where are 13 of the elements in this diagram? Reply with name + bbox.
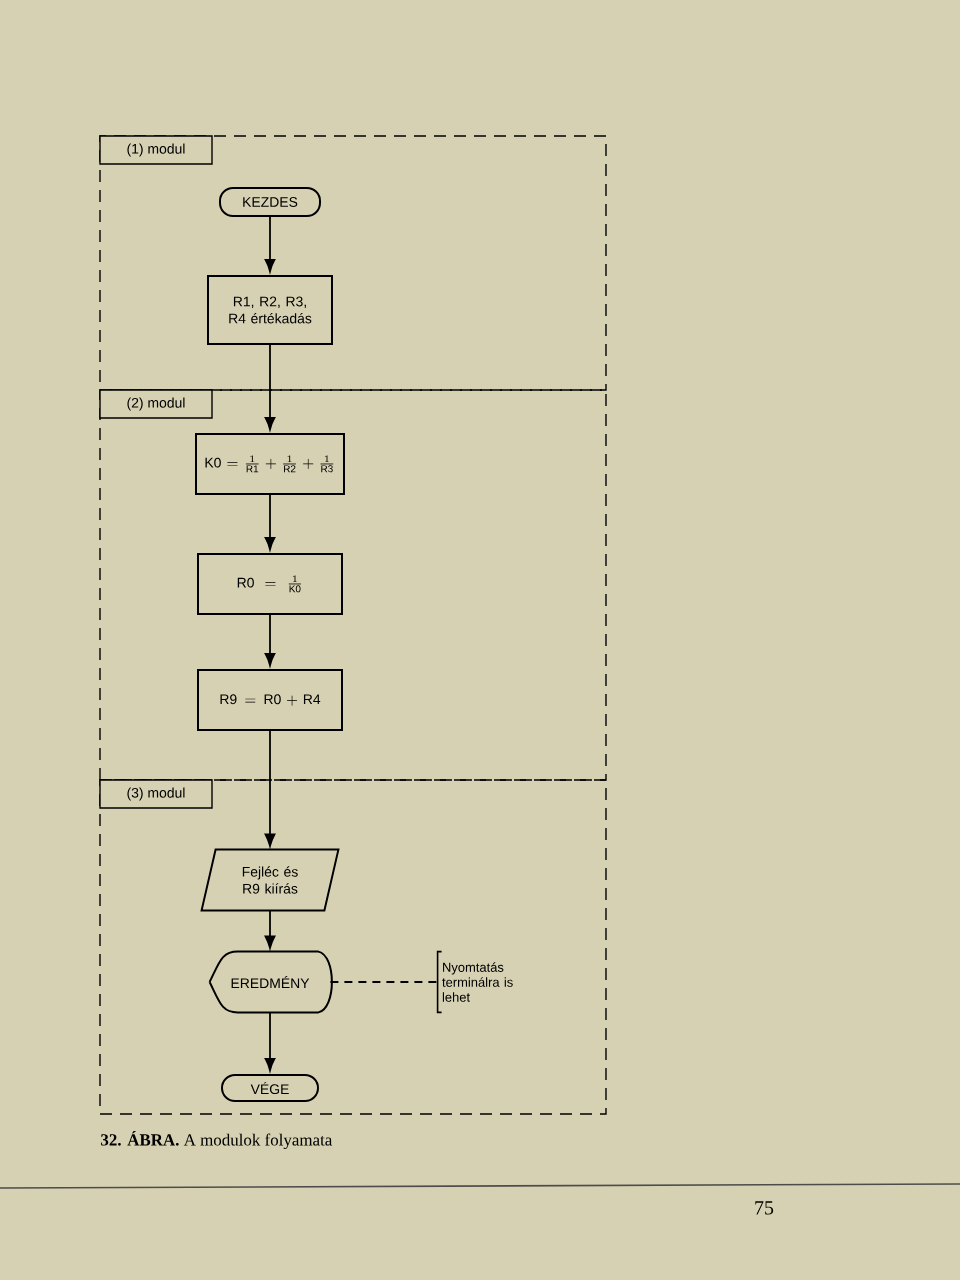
leader-line: [329, 981, 439, 983]
process-box: $\mathrm{R9}=\mathrm{R0}+\mathrm{R4}$: [197, 669, 343, 731]
caption: 32. ÁBRA. A modulok folyamata: [101, 1130, 333, 1150]
arrow: [264, 494, 276, 551]
arrow: [264, 909, 276, 949]
arrow: [264, 216, 276, 273]
process-box: $\mathrm{R0}=\frac{1}{\mathrm{K0}}$: [197, 553, 343, 615]
arrow: [264, 344, 276, 431]
page-number: 75: [755, 1201, 774, 1215]
process-box: $\mathrm{K0}=\frac{1}{\mathrm{R1}}+\frac{1}{\mathrm{R2}}+\frac{1}{\mathrm{R3}}$: [195, 433, 345, 495]
arrow: [264, 1011, 276, 1072]
arrow: [264, 614, 276, 667]
arrow: [264, 730, 276, 847]
